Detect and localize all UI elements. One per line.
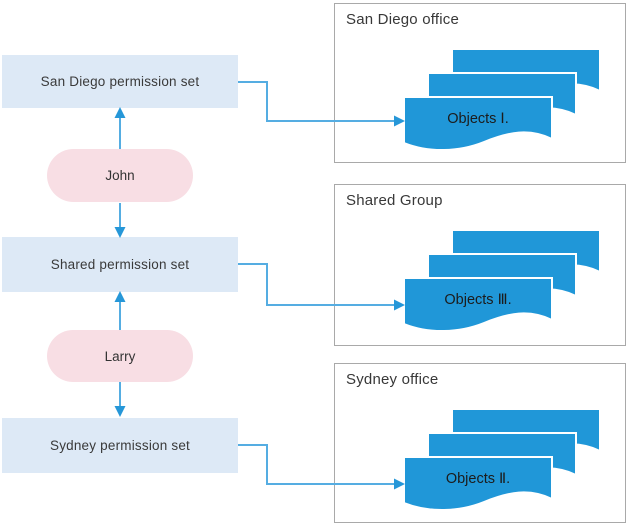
shared-permission-set-label: Shared permission set	[50, 257, 190, 272]
san-diego-permission-set-label: San Diego permission set	[40, 74, 200, 89]
shape-san-diego-permission-set: San Diego permission set	[2, 55, 238, 108]
group-box-shared-group: Shared Group Objects Ⅲ.	[334, 184, 626, 346]
connector-larry-to-shared-pset	[114, 291, 126, 330]
document-front-icon: Objects Ⅲ.	[403, 277, 553, 332]
user-larry-label: Larry	[104, 348, 136, 364]
arrowhead-up-icon	[114, 107, 126, 118]
connector-john-to-shared-pset	[114, 203, 126, 238]
document-stack-san-diego: Objects Ⅰ.	[403, 48, 601, 151]
shape-user-john: John	[47, 149, 193, 202]
shape-user-larry: Larry	[47, 330, 193, 382]
group-box-san-diego-office: San Diego office Objects Ⅰ.	[334, 3, 626, 163]
document-stack-shared: Objects Ⅲ.	[403, 229, 601, 332]
sydney-permission-set-label: Sydney permission set	[49, 438, 190, 453]
shape-shared-permission-set: Shared permission set	[2, 237, 238, 292]
document-front-icon: Objects Ⅱ.	[403, 456, 553, 511]
group-box-sydney-office: Sydney office Objects Ⅱ.	[334, 363, 626, 523]
connector-john-to-sandiego-pset	[114, 107, 126, 149]
objects-3-label: Objects Ⅲ.	[444, 292, 511, 308]
san-diego-office-title: San Diego office	[346, 11, 459, 28]
shared-group-title: Shared Group	[346, 192, 443, 209]
user-john-label: John	[105, 168, 135, 183]
document-front-icon: Objects Ⅰ.	[403, 96, 553, 151]
objects-1-label: Objects Ⅰ.	[447, 111, 509, 127]
shape-sydney-permission-set: Sydney permission set	[2, 418, 238, 473]
document-stack-sydney: Objects Ⅱ.	[403, 408, 601, 511]
objects-2-label: Objects Ⅱ.	[446, 471, 510, 487]
connector-larry-to-sydney-pset	[114, 382, 126, 417]
sydney-office-title: Sydney office	[346, 371, 439, 388]
arrowhead-up-icon	[114, 291, 126, 302]
arrowhead-down-icon	[114, 406, 126, 417]
